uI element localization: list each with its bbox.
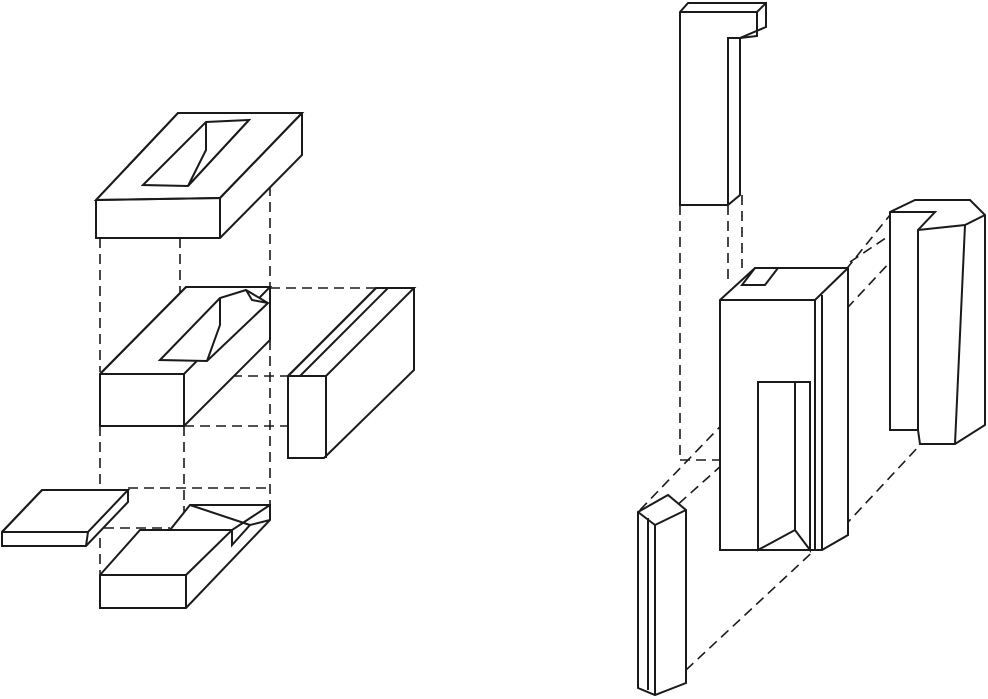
- top-frame: [93, 112, 305, 239]
- front-bar: [637, 493, 687, 697]
- right-exploded-assembly: [637, 2, 986, 697]
- main-column: [719, 267, 849, 553]
- left-exploded-assembly: [0, 112, 417, 609]
- small-plate: [0, 489, 131, 547]
- side-bar: [287, 287, 417, 459]
- bottom-block: [99, 504, 271, 609]
- right-slab: [889, 199, 986, 445]
- middle-block: [99, 286, 273, 427]
- top-post: [679, 2, 767, 206]
